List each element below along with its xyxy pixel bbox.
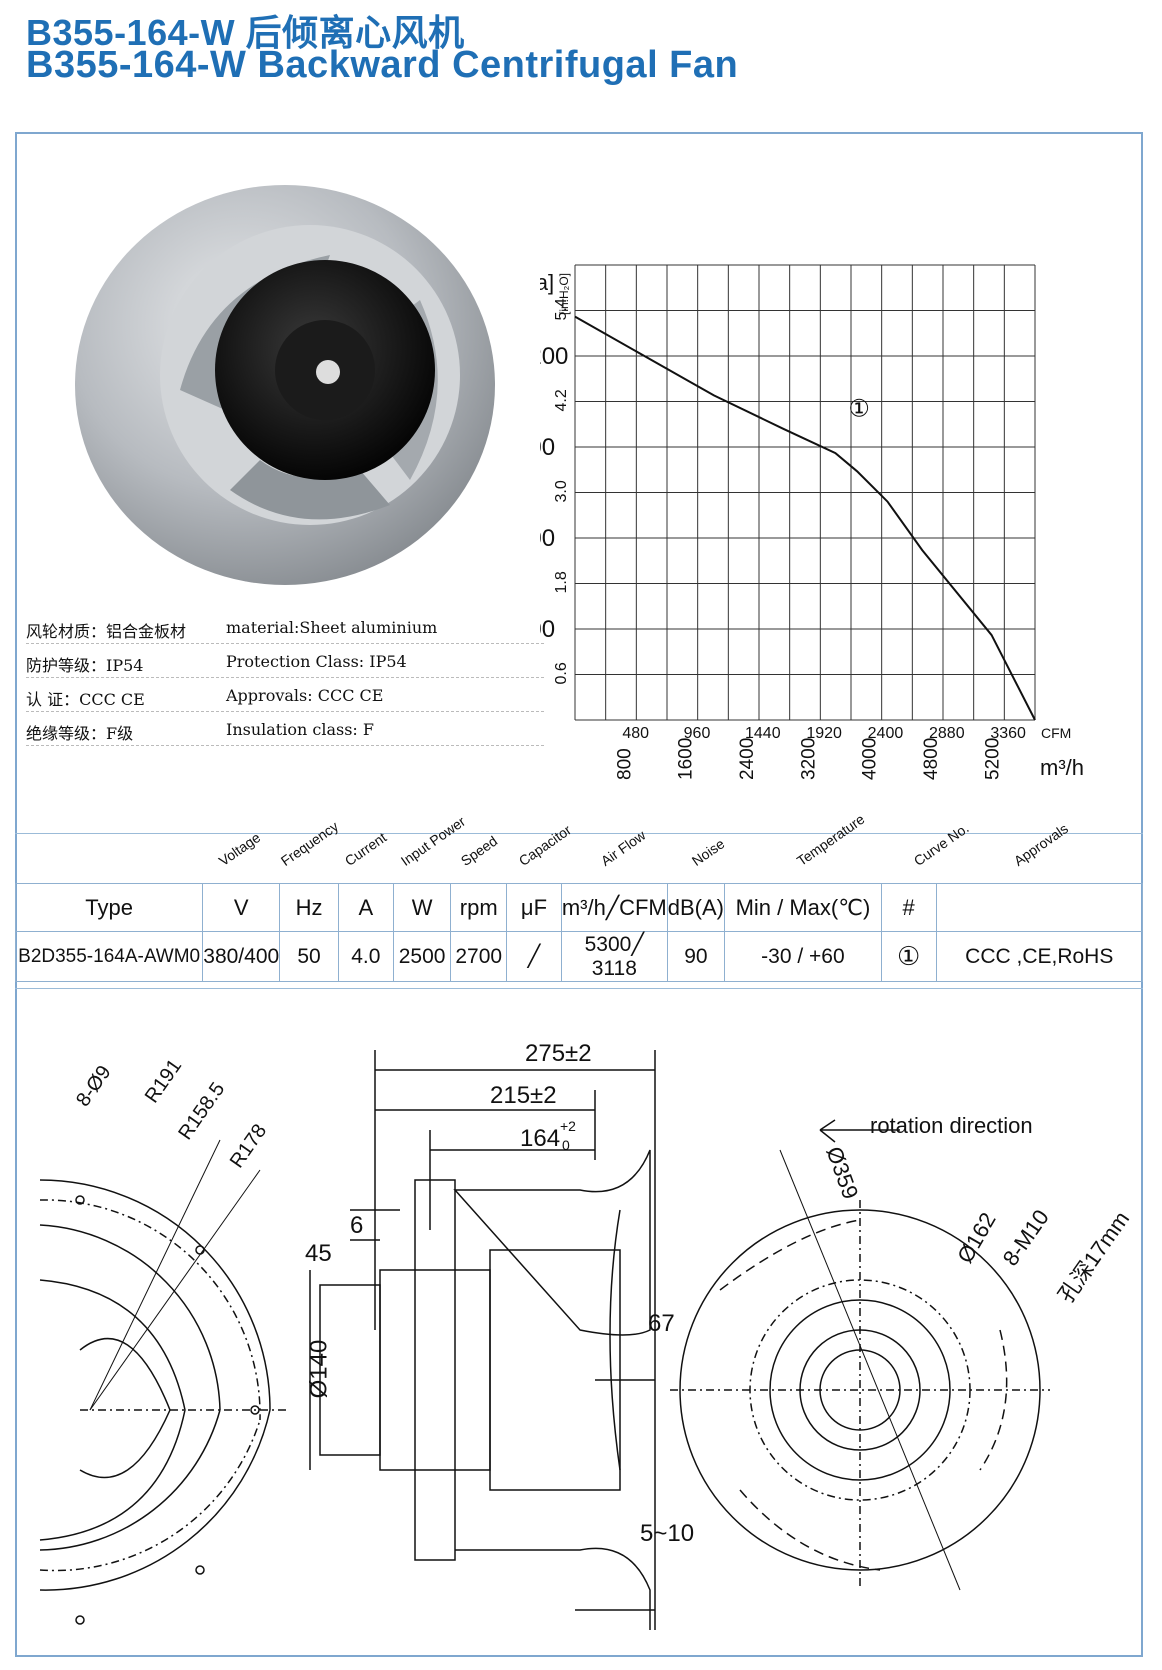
cell (935, 883, 1144, 932)
rear-view (670, 1119, 1050, 1591)
cell: 2700 (450, 931, 508, 982)
spec-table: Type V Hz A W rpm μF m³/h╱CFM dB(A) Min … (14, 883, 1144, 982)
cell: W (392, 883, 452, 932)
rotation-label: rotation direction (870, 1113, 1033, 1138)
spec-en: Approvals: CCC CE (226, 686, 384, 705)
spec-list: 风轮材质：铝合金板材 material:Sheet aluminium 防护等级… (26, 610, 544, 746)
cell: # (880, 883, 937, 932)
performance-chart: 030060090012000.61.83.04.25.4[Pa][in.H₂O… (540, 264, 1084, 780)
cell: 50 (279, 931, 339, 982)
cell: rpm (450, 883, 508, 932)
x-tick-label-m3h: 2400 (737, 738, 758, 780)
section-divider (15, 833, 1143, 834)
cell: -30 / +60 (724, 931, 882, 982)
cell: B2D355-164A-AWM0 (14, 931, 204, 982)
cell: 90 (666, 931, 726, 982)
cell: μF (506, 883, 562, 932)
dim-label: 0 (562, 1137, 570, 1153)
dim-label: 275±2 (525, 1040, 592, 1067)
section-divider (15, 988, 1143, 989)
spec-en: material:Sheet aluminium (226, 618, 438, 637)
dim-label: 6 (350, 1212, 364, 1239)
x-tick-label-cfm: 480 (622, 725, 649, 742)
cell: 4.0 (337, 931, 394, 982)
title-en: B355-164-W Backward Centrifugal Fan (26, 44, 739, 86)
cell: 380/400 (202, 931, 281, 982)
cell: m³/h╱CFM (560, 883, 668, 932)
side-view (309, 1050, 656, 1630)
y-tick-label-inh2o: 3.0 (553, 480, 570, 502)
y-tick-label-inh2o: 5.4 (553, 298, 570, 320)
cell: dB(A) (666, 883, 726, 932)
y-tick-label-pa: 900 (540, 434, 555, 461)
cell: CCC ,CE,RoHS (935, 931, 1144, 982)
table-row: B2D355-164A-AWM0 380/400 50 4.0 2500 270… (14, 931, 1144, 982)
cell: A (337, 883, 394, 932)
y-tick-label-pa: 600 (540, 525, 555, 552)
dim-label: +2 (560, 1118, 576, 1134)
y-tick-label-inh2o: 1.8 (553, 571, 570, 593)
y-tick-label-inh2o: 4.2 (553, 389, 570, 411)
x-axis-label-m3h: m³/h (1040, 755, 1084, 780)
y-axis-label-pa: [Pa] (540, 270, 554, 295)
x-tick-label-cfm: 1440 (745, 725, 781, 742)
x-tick-label-m3h: 1600 (676, 738, 697, 780)
front-arc-view (39, 1139, 290, 1625)
spec-en: Protection Class: IP54 (226, 652, 407, 671)
x-tick-label-cfm: 3360 (990, 725, 1026, 742)
spec-row: 防护等级：IP54 Protection Class: IP54 (26, 644, 544, 678)
cell: Min / Max(℃) (724, 883, 882, 932)
technical-drawing (39, 1050, 1050, 1630)
performance-curve (574, 315, 1036, 721)
y-tick-label-pa: 1200 (540, 343, 568, 370)
x-tick-label-m3h: 800 (614, 748, 635, 780)
y-tick-label-pa: 300 (540, 616, 555, 643)
curve-label: ① (848, 396, 870, 423)
spec-en: Insulation class: F (226, 720, 374, 739)
x-tick-label-m3h: 3200 (798, 738, 819, 780)
spec-cn: 认 证：CCC CE (26, 690, 145, 709)
title-cn: B355-164-W 后倾离心风机 (26, 12, 465, 53)
dim-label: 67 (648, 1310, 675, 1337)
spec-cn: 防护等级：IP54 (26, 656, 144, 675)
spec-row: 认 证：CCC CE Approvals: CCC CE (26, 678, 544, 712)
cell: V (202, 883, 281, 932)
cell: ① (880, 931, 937, 982)
spec-row: 绝缘等级：F级 Insulation class: F (26, 712, 544, 746)
y-tick-label-inh2o: 0.6 (553, 662, 570, 684)
table-unit-row: Type V Hz A W rpm μF m³/h╱CFM dB(A) Min … (14, 883, 1144, 932)
cell: ╱ (506, 931, 562, 982)
x-tick-label-cfm: 2880 (929, 725, 965, 742)
cell: 2500 (392, 931, 452, 982)
x-tick-label-cfm: 2400 (868, 725, 904, 742)
fan-photo (75, 185, 495, 585)
cell: Hz (279, 883, 339, 932)
dim-label: 45 (305, 1240, 332, 1267)
cell: 5300╱ 3118 (560, 931, 668, 982)
dim-label: 215±2 (490, 1082, 557, 1109)
spec-cn: 绝缘等级：F级 (26, 724, 134, 743)
spec-cn: 风轮材质：铝合金板材 (26, 622, 187, 641)
x-tick-label-m3h: 4000 (860, 738, 881, 780)
y-axis-label-inh2o: [in.H₂O] (557, 273, 571, 315)
x-tick-label-m3h: 4800 (921, 738, 942, 780)
dim-label: Ø140 (305, 1339, 333, 1399)
x-tick-label-cfm: 1920 (806, 725, 842, 742)
x-tick-label-m3h: 5200 (982, 738, 1003, 780)
spec-row: 风轮材质：铝合金板材 material:Sheet aluminium (26, 610, 544, 644)
x-axis-label-cfm: CFM (1041, 725, 1071, 741)
x-tick-label-cfm: 960 (684, 725, 711, 742)
dim-label: 5~10 (640, 1520, 695, 1547)
cell: Type (14, 883, 204, 932)
dim-label: 164 (520, 1125, 561, 1152)
